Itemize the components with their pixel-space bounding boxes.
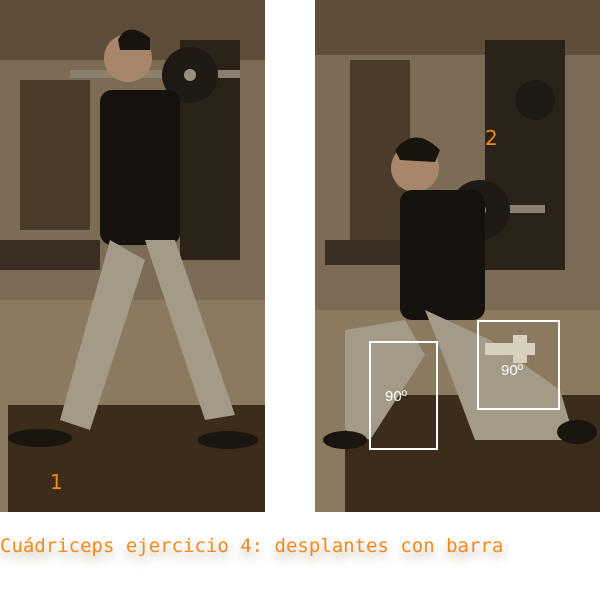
angle-box-front-knee <box>369 341 438 450</box>
angle-label-front-knee: 90º <box>385 388 408 405</box>
angle-box-rear-knee <box>477 320 560 410</box>
photo-scene-1 <box>0 0 265 512</box>
exercise-photo-step-2: 2 90º 90º <box>315 0 600 512</box>
step-number-1: 1 <box>50 470 63 494</box>
photo-scene-2 <box>315 0 600 512</box>
step-number-2: 2 <box>485 126 498 150</box>
angle-label-rear-knee: 90º <box>501 362 524 379</box>
exercise-photo-step-1: 1 <box>0 0 265 512</box>
exercise-caption: Cuádriceps ejercicio 4: desplantes con b… <box>0 535 504 557</box>
